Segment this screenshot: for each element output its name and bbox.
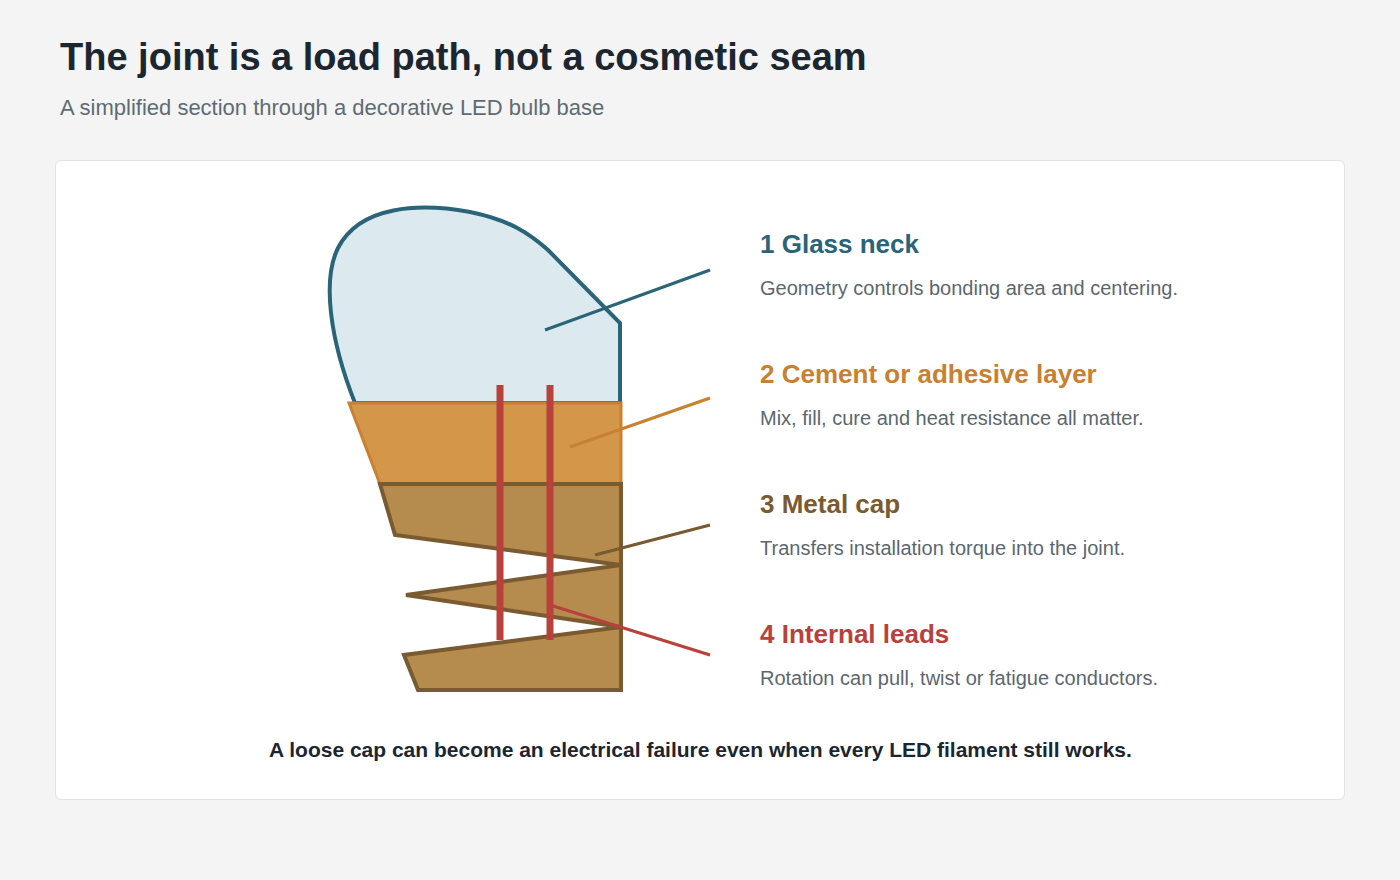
bottom-note: A loose cap can become an electrical fai… <box>269 738 1132 762</box>
lead-wire <box>497 385 504 640</box>
callout-description: Rotation can pull, twist or fatigue cond… <box>760 667 1158 690</box>
leader-line <box>550 605 710 655</box>
leader-line <box>545 270 710 330</box>
glass-neck <box>330 208 620 403</box>
leader-line <box>570 398 710 447</box>
callout-heading: 4 Internal leads <box>760 619 949 650</box>
card-panel <box>55 160 1345 800</box>
callout-heading: 2 Cement or adhesive layer <box>760 359 1097 390</box>
callout-description: Transfers installation torque into the j… <box>760 537 1125 560</box>
callout-description: Geometry controls bonding area and cente… <box>760 277 1178 300</box>
callout-heading: 1 Glass neck <box>760 229 919 260</box>
callout-description: Mix, fill, cure and heat resistance all … <box>760 407 1144 430</box>
callout-heading: 3 Metal cap <box>760 489 900 520</box>
leader-line <box>595 525 710 555</box>
subtitle: A simplified section through a decorativ… <box>60 95 604 121</box>
page-title: The joint is a load path, not a cosmetic… <box>60 36 867 79</box>
lead-wire <box>547 385 554 640</box>
